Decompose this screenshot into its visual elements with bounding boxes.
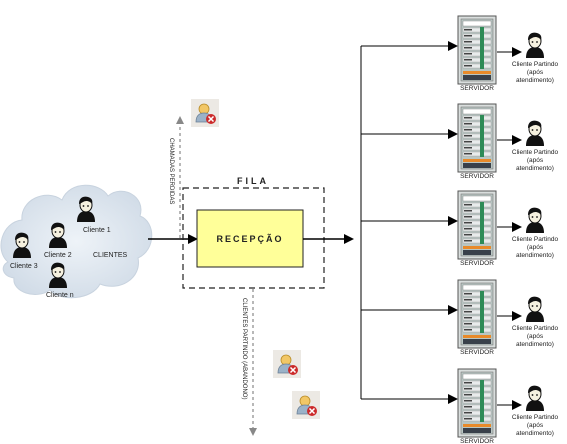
server-rack-icon bbox=[457, 103, 497, 173]
server-row: SERVIDOR Cliente Partindo(apósatendimento… bbox=[361, 279, 559, 356]
departing-client-label-line: Cliente Partindo bbox=[512, 325, 559, 332]
server-rack-icon bbox=[457, 15, 497, 85]
departing-client-label-line: Cliente Partindo bbox=[512, 414, 559, 421]
departing-client-icon bbox=[525, 296, 545, 323]
client-3-label: Cliente 3 bbox=[10, 263, 38, 270]
departing-client-label-line: (após bbox=[527, 69, 544, 76]
departing-client-label-line: Cliente Partindo bbox=[512, 236, 559, 243]
lost-calls-label: CHAMADAS PERDIDAS bbox=[168, 138, 174, 204]
departing-client-label-line: (após bbox=[527, 422, 544, 429]
queue-box bbox=[182, 187, 325, 289]
reception-box bbox=[196, 209, 304, 268]
server-label: SERVIDOR bbox=[460, 438, 494, 444]
lost-call-user-icon bbox=[190, 98, 220, 128]
departing-client-label-line: atendimento) bbox=[516, 341, 554, 348]
server-rack-icon bbox=[457, 279, 497, 349]
abandoning-user-icon-1 bbox=[272, 349, 302, 379]
server-row: SERVIDOR Cliente Partindo(apósatendimento… bbox=[361, 190, 559, 267]
server-row: SERVIDOR Cliente Partindo(apósatendimento… bbox=[361, 15, 559, 92]
departing-client-label-line: atendimento) bbox=[516, 165, 554, 172]
client-2-label: Cliente 2 bbox=[44, 252, 72, 259]
departing-client-label-line: (após bbox=[527, 333, 544, 340]
client-1-label: Cliente 1 bbox=[83, 227, 111, 234]
clients-cloud bbox=[0, 184, 153, 299]
reception-label: RECEPÇÃO bbox=[216, 234, 283, 244]
departing-client-icon bbox=[525, 207, 545, 234]
departing-client-label-line: atendimento) bbox=[516, 77, 554, 84]
departing-client-label-line: atendimento) bbox=[516, 430, 554, 437]
queue-label: FILA bbox=[237, 176, 269, 186]
departing-client-label-line: atendimento) bbox=[516, 252, 554, 259]
server-label: SERVIDOR bbox=[460, 173, 494, 180]
departing-client-icon bbox=[525, 32, 545, 59]
departing-client-label-line: (após bbox=[527, 244, 544, 251]
departing-client-icon bbox=[525, 120, 545, 147]
clients-group-label: CLIENTES bbox=[93, 252, 128, 259]
departing-client-label-line: Cliente Partindo bbox=[512, 149, 559, 156]
server-rack-icon bbox=[457, 190, 497, 260]
client-n-label: Cliente n bbox=[46, 292, 74, 299]
server-label: SERVIDOR bbox=[460, 85, 494, 92]
server-label: SERVIDOR bbox=[460, 349, 494, 356]
server-row: SERVIDOR Cliente Partindo(apósatendimento… bbox=[361, 103, 559, 180]
departing-client-label-line: (após bbox=[527, 157, 544, 164]
server-rack-icon bbox=[457, 368, 497, 438]
server-row: SERVIDOR Cliente Partindo(apósatendimento… bbox=[361, 368, 559, 444]
departing-client-icon bbox=[525, 385, 545, 412]
abandon-label: CLIENTES PARTINDO (ABANDONO) bbox=[241, 298, 247, 399]
departing-client-label-line: Cliente Partindo bbox=[512, 61, 559, 68]
server-label: SERVIDOR bbox=[460, 260, 494, 267]
abandoning-user-icon-2 bbox=[291, 390, 321, 420]
